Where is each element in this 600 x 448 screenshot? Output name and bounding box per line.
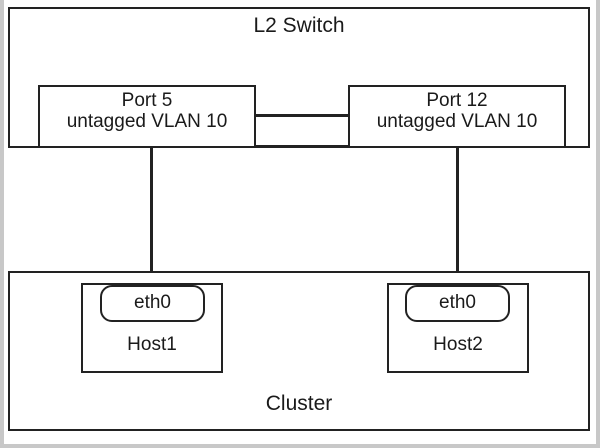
port-5-box[interactable] <box>38 85 256 148</box>
port-12-label: Port 12 untagged VLAN 10 <box>348 90 566 133</box>
port-12-name: Port 12 <box>426 90 488 111</box>
host1-eth0-interface-box[interactable] <box>100 285 205 322</box>
host2-eth0-interface-box[interactable] <box>405 285 510 322</box>
port-interconnect-top-edge <box>256 114 348 117</box>
host2-eth0-label: eth0 <box>439 292 476 313</box>
cable-port5-to-host1 <box>150 146 153 286</box>
cluster-title: Cluster <box>265 392 333 415</box>
cable-port12-to-host2 <box>456 146 459 286</box>
host1-name-label: Host1 <box>127 334 177 355</box>
host1-eth0-label: eth0 <box>134 292 171 313</box>
port-interconnect-bottom-edge <box>256 145 348 148</box>
diagram-canvas: L2 Switch Port 5 untagged VLAN 10 Port 1… <box>4 0 596 444</box>
l2-switch-title: L2 Switch <box>253 14 345 37</box>
port-5-label: Port 5 untagged VLAN 10 <box>38 90 256 133</box>
host2-name-label: Host2 <box>433 334 483 355</box>
port-12-vlan: untagged VLAN 10 <box>376 111 538 133</box>
port-5-vlan: untagged VLAN 10 <box>66 111 228 133</box>
port-5-name: Port 5 <box>121 90 173 111</box>
